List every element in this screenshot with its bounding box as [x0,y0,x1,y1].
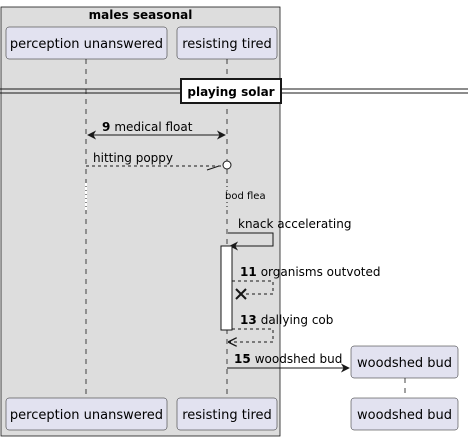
message-knack-label: knack accelerating [238,217,351,231]
message-hitting-circle [222,160,232,170]
participant-perception-bottom [5,397,168,431]
divider-label: playing solar [187,85,274,99]
participant-perception-top [5,26,168,60]
activation-bar [220,245,233,331]
participant-perception-top-label: perception unanswered [10,37,163,52]
participant-resisting-bottom [176,397,278,431]
participant-woodshed-top-label: woodshed bud [357,356,452,371]
divider-box [180,78,282,104]
group-box-title: males seasonal [89,8,193,22]
participant-resisting-top [176,26,278,60]
participant-resisting-top-label: resisting tired [182,37,272,52]
message-13-arrow [229,328,274,342]
participant-woodshed-bottom-label: woodshed bud [357,408,452,423]
participant-perception-bottom-label: perception unanswered [10,408,163,423]
message-hitting-label: hitting poppy [93,151,173,165]
message-knack-arrow [228,232,274,251]
message-11-destroy-icon [235,288,247,300]
delay-label: bod flea [225,191,266,202]
message-11-arrow [232,280,274,295]
participant-resisting-bottom-label: resisting tired [182,408,272,423]
participant-woodshed-top [350,345,459,379]
participant-woodshed-bottom [350,397,459,431]
